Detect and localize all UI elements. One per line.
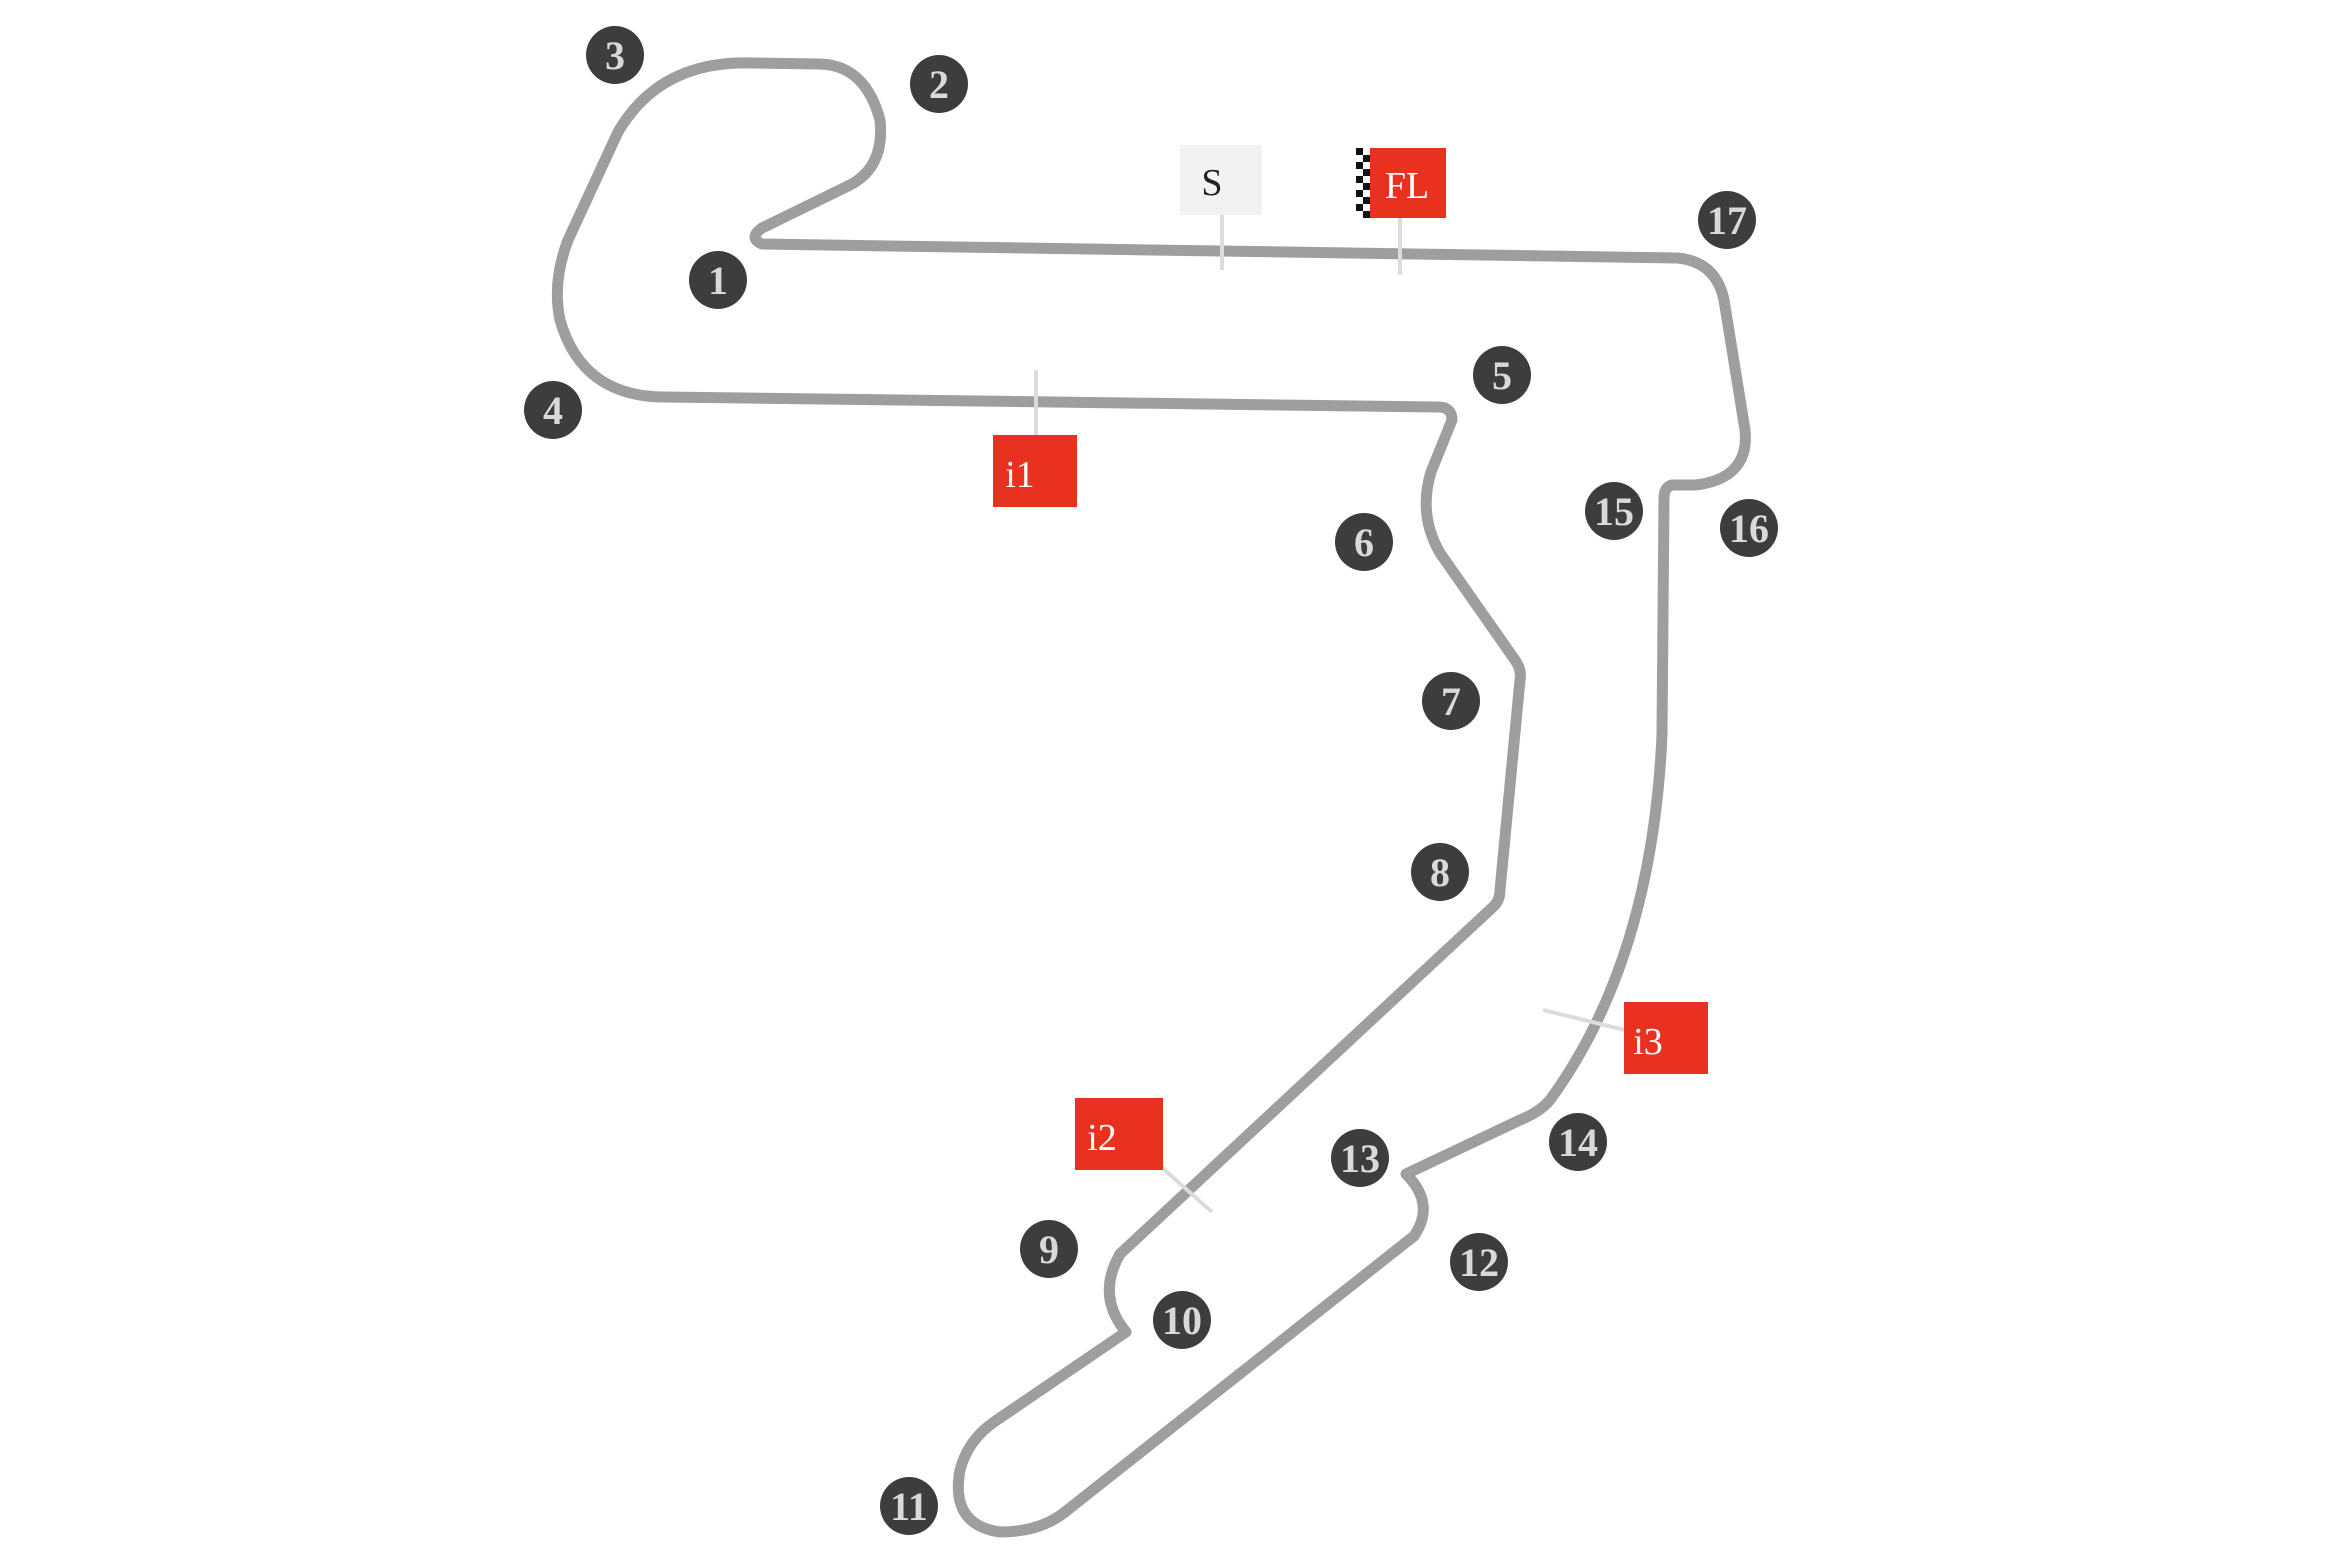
turn-marker-9: 9 xyxy=(1020,1220,1078,1278)
turn-number: 15 xyxy=(1594,489,1634,534)
turn-marker-16: 16 xyxy=(1720,499,1778,557)
intermediate-1-label: i1 xyxy=(1005,454,1035,496)
checkered-flag-icon xyxy=(1356,148,1370,218)
turn-number: 2 xyxy=(929,62,949,107)
turn-number: 3 xyxy=(605,33,625,78)
turn-number: 8 xyxy=(1430,850,1450,895)
intermediate-1-box xyxy=(993,435,1077,507)
turn-marker-7: 7 xyxy=(1422,672,1480,730)
turn-marker-3: 3 xyxy=(586,26,644,84)
intermediate-3-pole xyxy=(1542,1008,1626,1032)
intermediate-3-box xyxy=(1624,1002,1708,1074)
turn-marker-15: 15 xyxy=(1585,482,1643,540)
turn-marker-10: 10 xyxy=(1153,1291,1211,1349)
intermediate-2-label: i2 xyxy=(1087,1117,1117,1159)
turn-marker-13: 13 xyxy=(1331,1129,1389,1187)
turn-marker-6: 6 xyxy=(1335,513,1393,571)
intermediate-3-label: i3 xyxy=(1633,1021,1663,1063)
turn-marker-1: 1 xyxy=(689,251,747,309)
track-outline xyxy=(551,57,1751,1538)
turn-marker-2: 2 xyxy=(910,55,968,113)
intermediate-3-flag: i3 xyxy=(1542,1002,1708,1074)
turn-number: 5 xyxy=(1492,353,1512,398)
turn-number: 9 xyxy=(1039,1227,1059,1272)
turn-number: 1 xyxy=(708,258,728,303)
finish-flag-label: FL xyxy=(1385,165,1429,207)
intermediate-1-flag: i1 xyxy=(993,370,1077,507)
start-flag: S xyxy=(1180,145,1262,270)
start-flag-box xyxy=(1180,145,1262,215)
turn-number: 16 xyxy=(1729,506,1769,551)
turn-number: 11 xyxy=(890,1484,928,1529)
turn-marker-12: 12 xyxy=(1450,1233,1508,1291)
finish-flag-box xyxy=(1356,148,1446,218)
turn-marker-4: 4 xyxy=(524,381,582,439)
turn-number: 12 xyxy=(1459,1240,1499,1285)
turn-number: 14 xyxy=(1558,1120,1598,1165)
turn-marker-11: 11 xyxy=(880,1477,938,1535)
intermediate-2-box xyxy=(1075,1098,1163,1170)
turn-markers: 1 2 3 4 5 6 7 8 xyxy=(524,26,1778,1535)
turn-marker-5: 5 xyxy=(1473,346,1531,404)
intermediate-2-flag: i2 xyxy=(1075,1098,1214,1214)
turn-number: 4 xyxy=(543,388,563,433)
turn-marker-14: 14 xyxy=(1549,1113,1607,1171)
start-flag-label: S xyxy=(1201,162,1222,204)
turn-marker-8: 8 xyxy=(1411,843,1469,901)
turn-number: 10 xyxy=(1162,1298,1202,1343)
finish-line-flag: FL xyxy=(1356,148,1446,275)
turn-number: 17 xyxy=(1707,198,1747,243)
intermediate-2-pole xyxy=(1158,1164,1214,1214)
turn-marker-17: 17 xyxy=(1698,191,1756,249)
turn-number: 6 xyxy=(1354,520,1374,565)
turn-number: 13 xyxy=(1340,1136,1380,1181)
turn-number: 7 xyxy=(1441,679,1461,724)
